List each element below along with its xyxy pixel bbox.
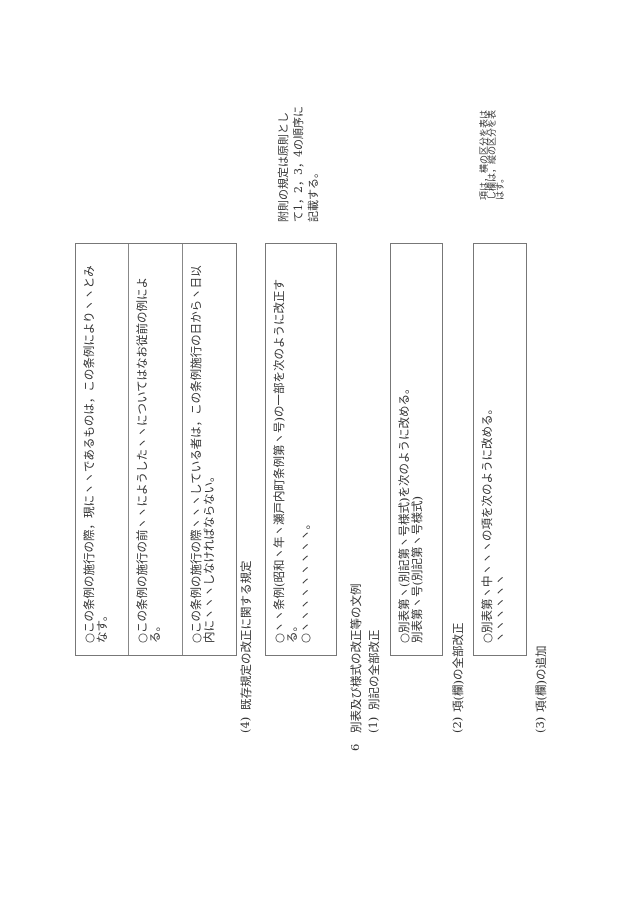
text-line: ヽヽヽヽヽヽ	[493, 574, 507, 643]
text-line: 内にヽヽヽしなければならない。	[202, 470, 216, 644]
margin-note: 項は，横の区分を表は し欄は，縦の区分を表 はす。	[480, 110, 506, 200]
subsection-heading: 別記の全部改正	[367, 629, 381, 711]
subsection-heading: 項(欄)の全部改正	[451, 622, 465, 712]
example-box-amendment: ○ヽヽ条例(昭和ヽ年ヽ瀬戸内町条例第ヽ号)の一部を次のように改正す る。 ○ヽヽ…	[265, 243, 337, 656]
text-line: ○この条例の施行の際，現にヽヽであるものは，この条例によりヽヽとみ	[82, 265, 96, 643]
note-line: 附則の規定は原則とし	[277, 112, 290, 222]
subsection-number: (2)	[450, 716, 464, 733]
example-box-full-revision: ○別表第ヽ(別記第ヽ号様式)を次のように改める。 別表第ヽ号(別記第ヽ号様式)	[390, 243, 443, 656]
section-number: 6	[348, 743, 362, 751]
note-line: 記載する。	[307, 167, 320, 222]
margin-note: 附則の規定は原則とし て1，2，3，4の順序に 記載する。	[276, 106, 321, 222]
table-row: ○この条例の施行の際，現にヽヽであるものは，この条例によりヽヽとみ なす。	[76, 244, 129, 655]
note-line: はす。	[496, 173, 506, 200]
example-box-supplementary: ○この条例の施行の際，現にヽヽであるものは，この条例によりヽヽとみ なす。 ○こ…	[75, 243, 237, 656]
example-box-item-revision: ○別表第ヽ中ヽヽヽの項を次のように改める。 ヽヽヽヽヽヽ	[473, 243, 527, 656]
section-heading: 別表及び様式の改正等の文例	[349, 583, 363, 734]
note-line: て1，2，3，4の順序に	[292, 106, 305, 222]
subsection-number: (3)	[533, 716, 547, 733]
text-line: る。	[148, 620, 162, 643]
text-line: ○ヽヽ条例(昭和ヽ年ヽ瀬戸内町条例第ヽ号)の一部を次のように改正す	[272, 278, 286, 643]
table-row: ○この条例の施行の前ヽヽにようしたヽヽについてはなお従前の例によ る。	[129, 244, 183, 655]
text-line: ○ヽヽヽヽヽヽヽヽヽ。	[298, 517, 312, 643]
subsection-number: (1)	[366, 716, 380, 733]
subsection-heading: 項(欄)の追加	[534, 645, 548, 712]
text-line: 別表第ヽ号(別記第ヽ号様式)	[410, 496, 424, 643]
section-number: (4)	[238, 716, 252, 733]
section-heading: 既存規定の改正に関する規定	[239, 560, 253, 711]
text-line: なす。	[95, 609, 109, 643]
table-row: ○この条例の施行の際ヽヽヽしている者は，この条例施行の日からヽ日以 内にヽヽヽし…	[183, 244, 237, 655]
text-line: ○この条例の施行の前ヽヽにようしたヽヽについてはなお従前の例によ	[135, 277, 149, 643]
